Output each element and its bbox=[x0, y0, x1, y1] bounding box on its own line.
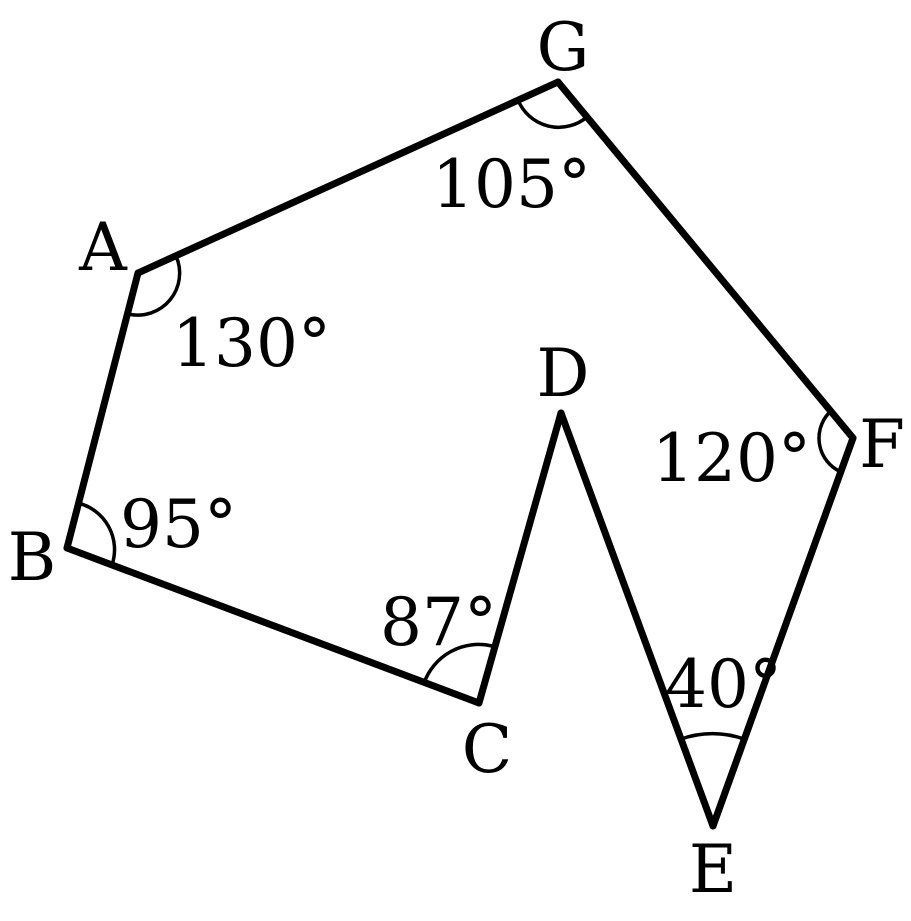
angle-label-a: 130° bbox=[172, 305, 331, 382]
angle-label-b: 95° bbox=[120, 486, 237, 563]
angle-arc-c bbox=[422, 642, 493, 684]
angle-arc-e bbox=[680, 731, 745, 741]
angle-label-f: 120° bbox=[652, 420, 811, 497]
edge-fg bbox=[554, 78, 857, 442]
vertex-label-g: G bbox=[537, 9, 590, 86]
edge-de bbox=[557, 409, 717, 830]
angle-arc-g bbox=[516, 99, 589, 129]
edge-cd bbox=[475, 409, 565, 707]
edge-ga bbox=[134, 78, 562, 277]
edge-bc bbox=[63, 544, 483, 707]
vertex-label-b: B bbox=[8, 519, 57, 596]
vertex-label-f: F bbox=[859, 406, 905, 483]
angle-arc-a bbox=[127, 255, 182, 317]
vertex-label-e: E bbox=[689, 831, 737, 908]
angle-arc-b bbox=[77, 501, 117, 566]
angle-labels: 130° 95° 87° 40° 120° 105° bbox=[120, 146, 811, 723]
polygon-edges bbox=[63, 78, 857, 830]
angle-label-e: 40° bbox=[665, 646, 782, 723]
angle-label-g: 105° bbox=[432, 146, 591, 223]
angle-arc-f bbox=[817, 408, 842, 474]
angle-label-c: 87° bbox=[380, 584, 497, 661]
angle-arcs bbox=[77, 99, 842, 741]
vertex-label-d: D bbox=[537, 335, 590, 412]
edge-ef bbox=[709, 434, 857, 830]
vertex-label-a: A bbox=[78, 209, 128, 286]
vertex-label-c: C bbox=[462, 711, 513, 788]
vertex-labels: A B C D E F G bbox=[8, 9, 905, 908]
